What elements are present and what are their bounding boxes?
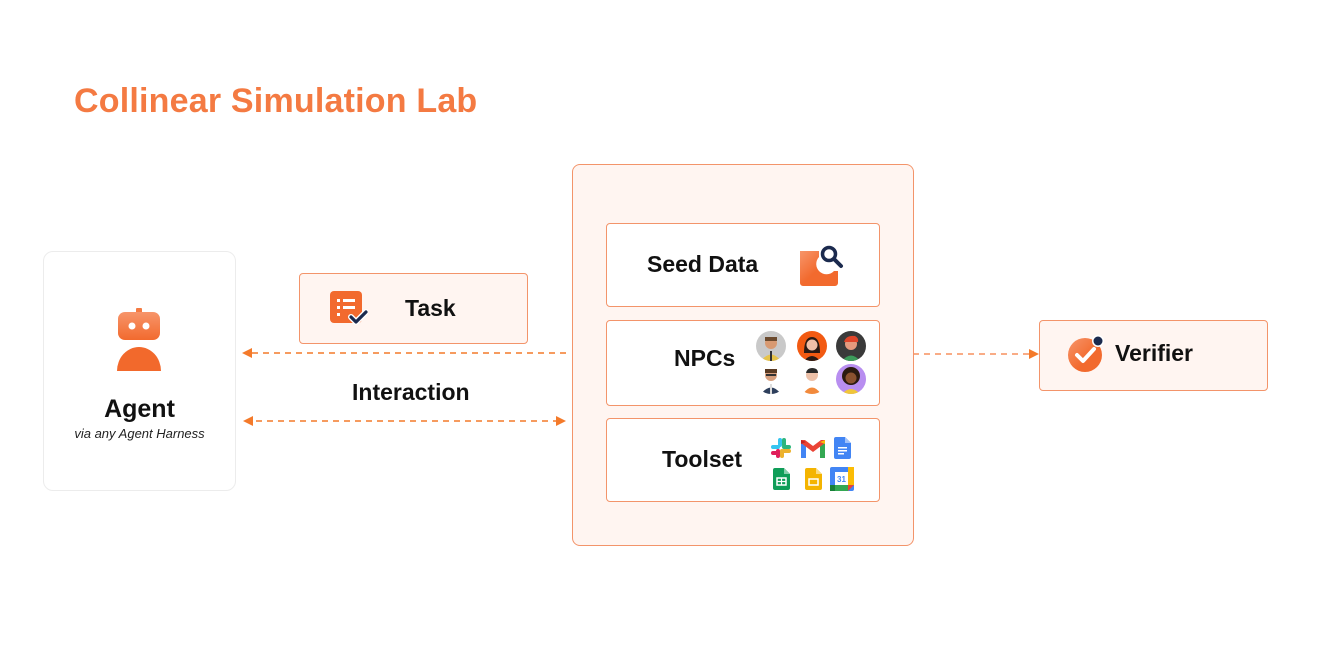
verifier-label: Verifier: [1115, 340, 1193, 366]
toolset-label: Toolset: [662, 446, 743, 472]
tool-icons: 31: [768, 435, 858, 493]
gmail-icon: [801, 440, 825, 458]
agent-label: Agent: [104, 395, 175, 423]
npc-avatar: [756, 331, 786, 361]
npc-avatar: [797, 331, 827, 361]
npc-avatar: [836, 364, 866, 394]
npcs-box: [606, 320, 880, 406]
task-checklist-icon: [330, 291, 368, 325]
data-search-icon: [800, 245, 843, 286]
npcs-label: NPCs: [674, 345, 736, 371]
seed-data-box: [606, 223, 880, 307]
task-label: Task: [405, 295, 456, 321]
agent-subtitle: via any Agent Harness: [74, 426, 205, 441]
npc-avatar: [836, 331, 866, 361]
task-box: [299, 273, 528, 344]
interaction-label: Interaction: [352, 379, 470, 405]
seed-data-label: Seed Data: [647, 251, 759, 277]
npc-avatar: [797, 364, 827, 394]
npc-avatar: [756, 364, 786, 394]
page-title: Collinear Simulation Lab: [74, 82, 478, 120]
google-calendar-icon: 31: [830, 467, 854, 491]
google-slides-icon: [805, 468, 822, 490]
calendar-day: 31: [837, 475, 846, 484]
slack-icon: [771, 438, 791, 458]
robot-icon: [117, 308, 161, 371]
verifier-check-icon: [1068, 335, 1104, 372]
google-sheets-icon: [773, 468, 790, 490]
npc-avatars: [756, 331, 868, 395]
google-docs-icon: [834, 437, 851, 459]
